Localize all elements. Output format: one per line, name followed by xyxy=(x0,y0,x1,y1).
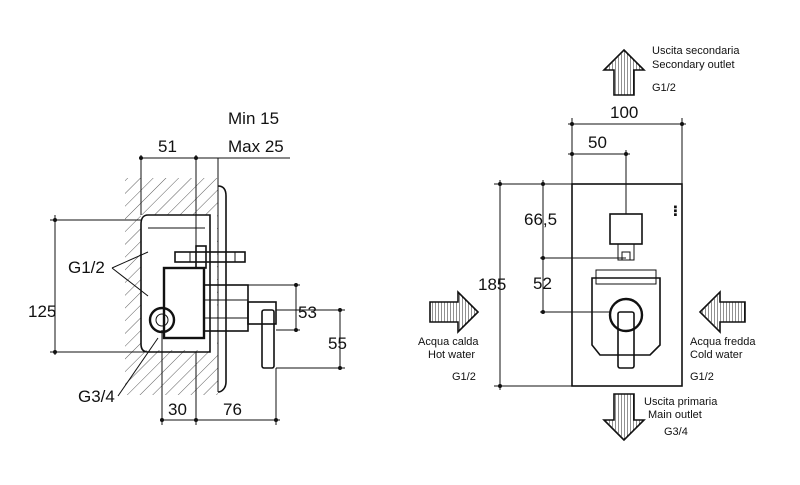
front-valve xyxy=(591,213,661,369)
cold-water-en: Cold water xyxy=(690,349,743,361)
side-view: 51 Min 15 Max 25 125 G1/2 53 55 G3/4 xyxy=(28,109,347,425)
main-outlet-size: G3/4 xyxy=(664,426,688,438)
main-outlet-it: Uscita primaria xyxy=(644,396,718,408)
dim-30: 30 xyxy=(168,400,187,419)
max-label: Max 25 xyxy=(228,137,284,156)
dim-125: 125 xyxy=(28,302,56,321)
cold-water-size: G1/2 xyxy=(690,371,714,383)
dim-52: 52 xyxy=(533,274,552,293)
front-view: ▪▪▪ 100 50 185 xyxy=(418,45,756,442)
main-outlet-en: Main outlet xyxy=(648,409,702,421)
lever-handle xyxy=(247,301,277,369)
cold-water-arrow xyxy=(698,290,746,334)
dim-100: 100 xyxy=(610,103,638,122)
hot-water-en: Hot water xyxy=(428,349,475,361)
cover-plate xyxy=(217,185,227,393)
secondary-outlet-arrow xyxy=(602,48,646,96)
secondary-outlet-size: G1/2 xyxy=(652,82,676,94)
box-cavity xyxy=(141,215,217,350)
dim-g12: G1/2 xyxy=(68,258,105,277)
hot-water-size: G1/2 xyxy=(452,371,476,383)
front-cover-plate xyxy=(571,183,683,387)
secondary-outlet-en: Secondary outlet xyxy=(652,59,735,71)
cold-water-it: Acqua fredda xyxy=(690,336,756,348)
dim-55: 55 xyxy=(328,334,347,353)
dim-51: 51 xyxy=(158,137,177,156)
min-label: Min 15 xyxy=(228,109,279,128)
dim-53: 53 xyxy=(298,303,317,322)
dim-66-5: 66,5 xyxy=(524,210,557,229)
dim-g34: G3/4 xyxy=(78,387,115,406)
dim-76: 76 xyxy=(223,400,242,419)
hot-water-arrow xyxy=(429,290,480,334)
main-outlet-arrow xyxy=(602,393,646,442)
dim-50: 50 xyxy=(588,133,607,152)
dim-185: 185 xyxy=(478,275,506,294)
secondary-outlet-it: Uscita secondaria xyxy=(652,45,740,57)
svg-text:▪▪▪: ▪▪▪ xyxy=(669,205,681,217)
hot-water-it: Acqua calda xyxy=(418,336,479,348)
